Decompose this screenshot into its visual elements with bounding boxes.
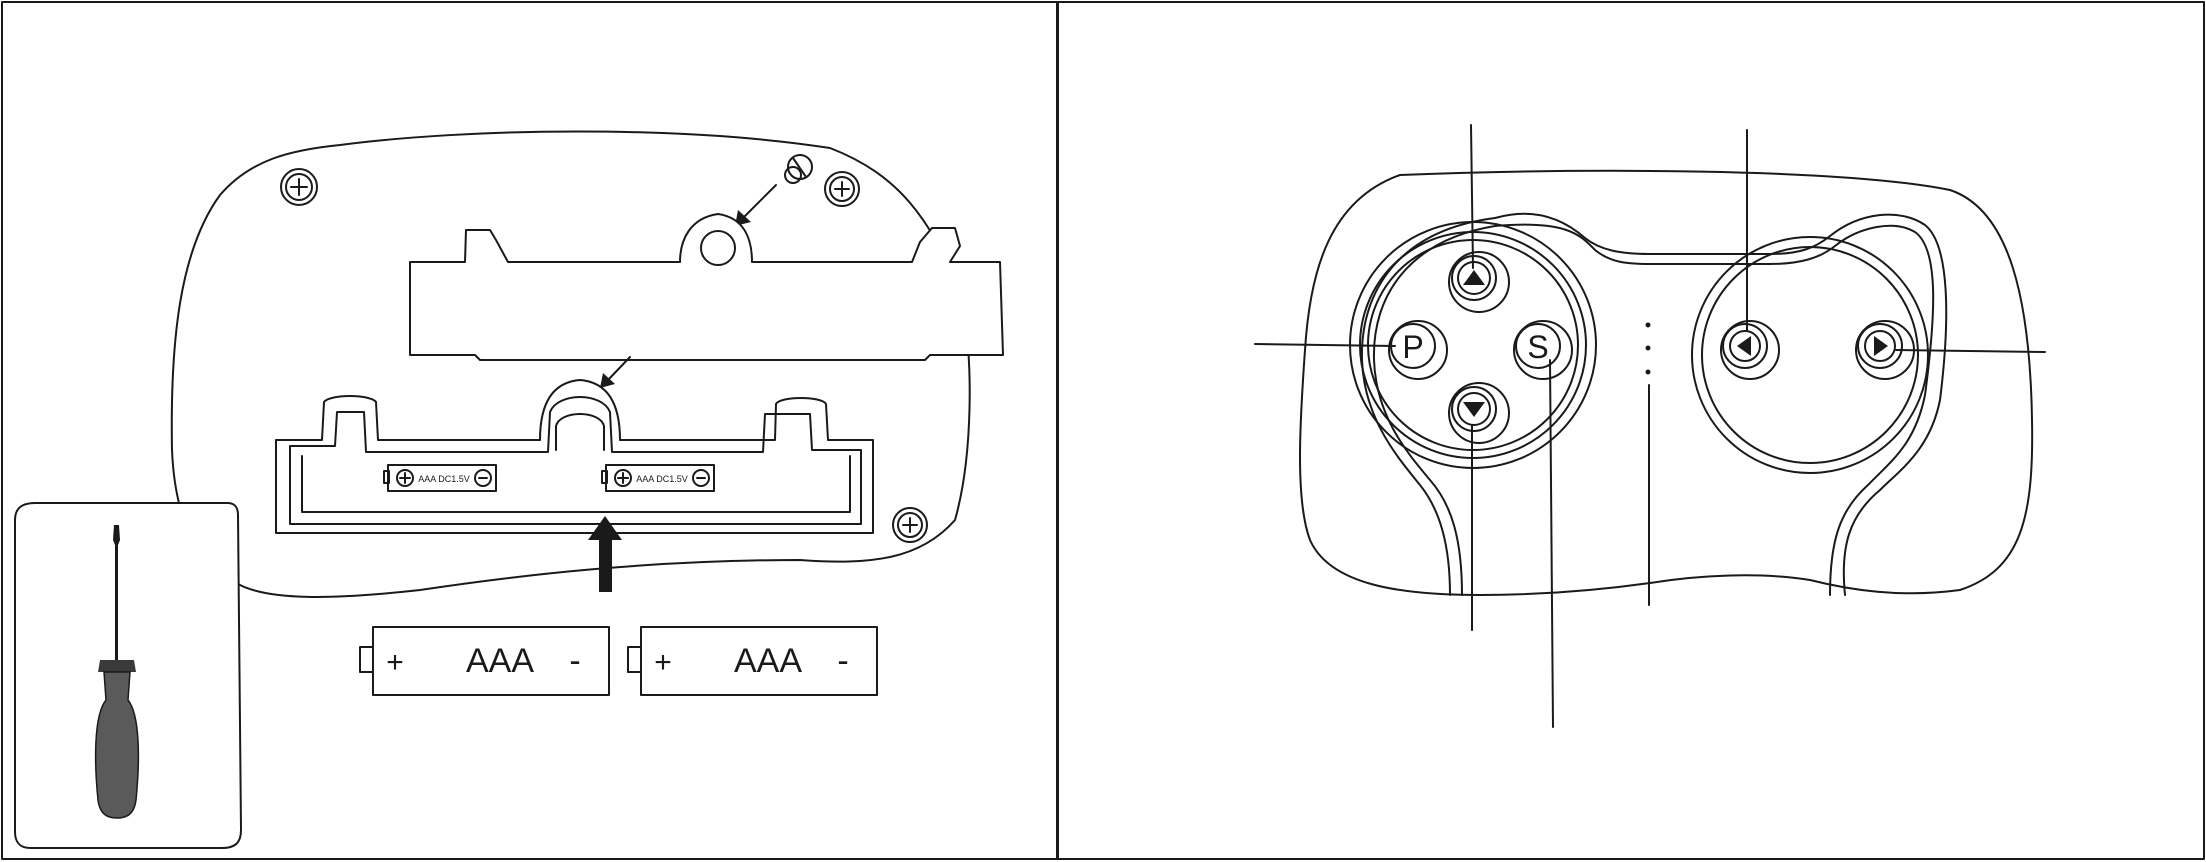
right-turn-button[interactable] <box>1855 320 1915 380</box>
park-button[interactable]: P <box>1388 320 1448 380</box>
body-contour-line <box>1494 223 1935 596</box>
forward-button[interactable] <box>1448 251 1510 313</box>
steering-pad-ring <box>1691 236 1929 474</box>
body-contour-line <box>1372 225 1496 596</box>
screw-icon <box>280 168 318 206</box>
screwdriver-inset <box>14 502 242 849</box>
compartment-label-text: AAA DC1.5V <box>418 474 470 484</box>
leader-line-park <box>1254 343 1396 347</box>
remote-body-outline <box>1299 169 2034 596</box>
triangle-up-icon <box>1463 270 1485 285</box>
left-turn-button[interactable] <box>1720 320 1780 380</box>
insert-arrow <box>588 516 622 592</box>
compartment-label: AAA DC1.5V <box>383 464 497 492</box>
triangle-left-icon <box>1737 336 1751 356</box>
battery-compartment <box>275 379 874 534</box>
leader-line-stop <box>1549 359 1554 728</box>
compartment-screw-post <box>555 413 605 451</box>
cover-arrow <box>607 356 631 381</box>
battery-plus-text: + <box>386 646 404 679</box>
steering-pad-ring <box>1701 246 1919 464</box>
stop-button-label: S <box>1527 329 1548 365</box>
triangle-down-icon <box>1463 402 1485 417</box>
battery-minus-text: - <box>837 642 848 680</box>
leader-line-right <box>1895 349 2046 353</box>
removed-screw-icon <box>784 154 813 184</box>
indicator-dot <box>1645 369 1651 375</box>
battery-minus-text: - <box>569 642 580 680</box>
right-panel-frame <box>1057 1 2205 860</box>
screw-icon <box>892 507 928 543</box>
remote-back-view: AAA DC1.5V AAA DC1.5V <box>170 130 1004 598</box>
screw-arrow <box>742 184 777 219</box>
battery-plus-text: + <box>654 646 672 679</box>
indicator-dot <box>1645 322 1651 328</box>
remote-front-view <box>1299 169 2034 596</box>
compartment-label: AAA DC1.5V <box>601 464 715 492</box>
leader-line-forward <box>1470 124 1474 269</box>
stop-button[interactable]: S <box>1513 320 1573 380</box>
cover-screw-hole <box>700 230 736 266</box>
screwdriver-icon <box>94 525 140 819</box>
aaa-battery: + AAA - <box>359 626 610 696</box>
battery-type-text: AAA <box>734 642 802 680</box>
triangle-right-icon <box>1874 336 1888 356</box>
cover-arrowhead <box>600 373 615 388</box>
screw-icon <box>824 171 860 207</box>
body-inner-contour-right <box>1494 212 1948 596</box>
battery-cover <box>409 213 1004 361</box>
indicator-dot <box>1645 345 1651 351</box>
battery-type-text: AAA <box>466 642 534 680</box>
park-button-label: P <box>1402 329 1423 365</box>
compartment-floor <box>301 455 851 513</box>
aaa-battery: + AAA - <box>627 626 878 696</box>
leader-lines <box>1254 124 2046 728</box>
compartment-inner-wall <box>289 396 862 525</box>
backward-button[interactable] <box>1448 382 1510 444</box>
compartment-label-text: AAA DC1.5V <box>636 474 688 484</box>
